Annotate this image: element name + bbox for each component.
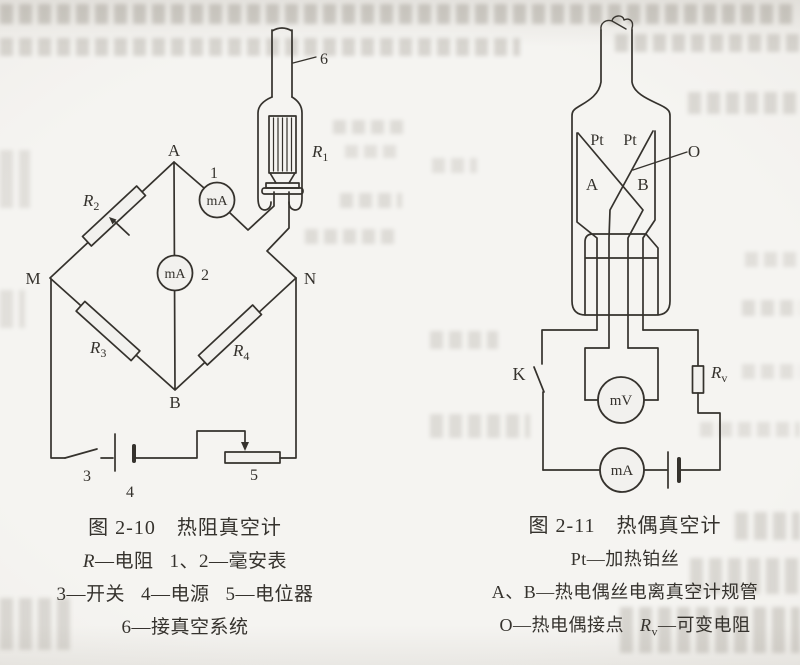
o-junction-pointer: [632, 151, 688, 171]
switch-blade: [64, 448, 98, 459]
figures-canvas: A M N B 1 2 mA mA 3 4 5 6 R1 R2 R3 R4 Pt…: [25, 15, 728, 501]
pt-right-label: Pt: [623, 132, 637, 149]
meter2-number: 2: [201, 267, 209, 284]
pot-number: 5: [250, 467, 258, 484]
wire-meter1-to-gauge: [228, 191, 275, 231]
meter1-number: 1: [210, 165, 218, 182]
filament-coil-turns: [272, 117, 293, 172]
meter-ma1: [198, 181, 236, 219]
fig-2-11-labels: Pt Pt A B O K mV mA Rv: [513, 132, 728, 479]
filament-taper: [269, 172, 296, 184]
potentiometer: [224, 451, 281, 464]
bulb-outline: [571, 29, 671, 316]
r4-label: R4: [232, 341, 249, 363]
meter-mv-unit: mV: [610, 393, 633, 409]
tube-to-vacuum: [271, 27, 293, 98]
filament-base-lip: [261, 187, 304, 195]
r2-label: R2: [82, 191, 99, 213]
node-a-label: A: [168, 141, 181, 160]
resistor-r2: [81, 185, 147, 247]
fig-2-11-thermocouple-gauge: [533, 15, 721, 493]
switch-k-blade: [533, 366, 545, 393]
fig-2-11-legend-line2: A、B—热电偶丝电离真空计规管: [491, 582, 759, 602]
wire-battery-to-pot: [135, 430, 246, 459]
rv-label: Rv: [710, 363, 727, 385]
fig-2-11-caption: 图 2-11 热偶真空计 Pt—加热铂丝 A、B—热电偶丝电离真空计规管 O—热…: [455, 510, 795, 649]
wire-gauge-to-n: [266, 191, 297, 279]
meter-ma2: [156, 254, 194, 292]
fig-2-11-legend-line1: Pt—加热铂丝: [570, 549, 680, 569]
thermocouple-wire-a: [577, 132, 644, 349]
stem-cap: [584, 233, 659, 316]
meter-ma-211: [599, 447, 645, 493]
vacuum-lead-number: 6: [320, 51, 328, 68]
wire-to-mv-right: [627, 347, 659, 401]
lead-6-pointer: [292, 56, 317, 64]
switch-k-label: K: [513, 364, 526, 384]
filament-coil: [268, 115, 297, 174]
fig-2-10-legend-line3: 6—接真空系统: [121, 617, 249, 638]
wire-m-down: [50, 278, 66, 459]
seal-tip: [600, 15, 634, 31]
node-n-label: N: [304, 269, 316, 288]
meter1-unit: mA: [207, 194, 229, 209]
gauge-tube-r1: [257, 27, 317, 211]
pot-wiper-arrowhead: [241, 442, 249, 451]
resistor-rv: [691, 365, 705, 394]
meter2-unit: mA: [165, 267, 187, 282]
wire-pot-to-n: [279, 277, 297, 459]
thermocouple-wire-b: [608, 130, 654, 349]
meter-ma-unit2: mA: [611, 463, 634, 479]
wire-to-switch-k: [541, 329, 598, 365]
filament-right-outer: [642, 130, 656, 331]
wire-rv-to-battery: [679, 392, 721, 471]
fig-2-10-bridge-circuit: [49, 27, 317, 472]
wire-to-mv-left: [584, 347, 610, 401]
fig-2-10-title: 图 2-10 热阻真空计: [88, 517, 282, 539]
r3-label: R3: [89, 338, 106, 360]
battery-number: 4: [126, 484, 134, 501]
bulb-left-wall: [257, 96, 273, 211]
pt-left-label: Pt: [590, 132, 604, 149]
filament-left-outer: [576, 132, 598, 331]
resistor-r4: [197, 304, 263, 366]
node-b-label: B: [169, 393, 180, 412]
wire-b-label: B: [637, 175, 648, 194]
bulb-right-wall: [288, 96, 303, 211]
wire-to-rv: [642, 329, 699, 367]
wire-a-to-meter1: [173, 161, 205, 189]
wire-a-label: A: [586, 175, 599, 194]
meter-mv: [597, 376, 645, 424]
fig-2-11-title: 图 2-11 热偶真空计: [528, 515, 722, 537]
resistor-r3: [75, 300, 141, 362]
fig-2-10-labels: A M N B 1 2 mA mA 3 4 5 6 R1 R2 R3 R4: [25, 51, 328, 501]
switch-number: 3: [83, 468, 91, 485]
junction-o-label: O: [688, 142, 700, 161]
node-m-label: M: [25, 269, 40, 288]
r1-label: R1: [311, 142, 328, 164]
